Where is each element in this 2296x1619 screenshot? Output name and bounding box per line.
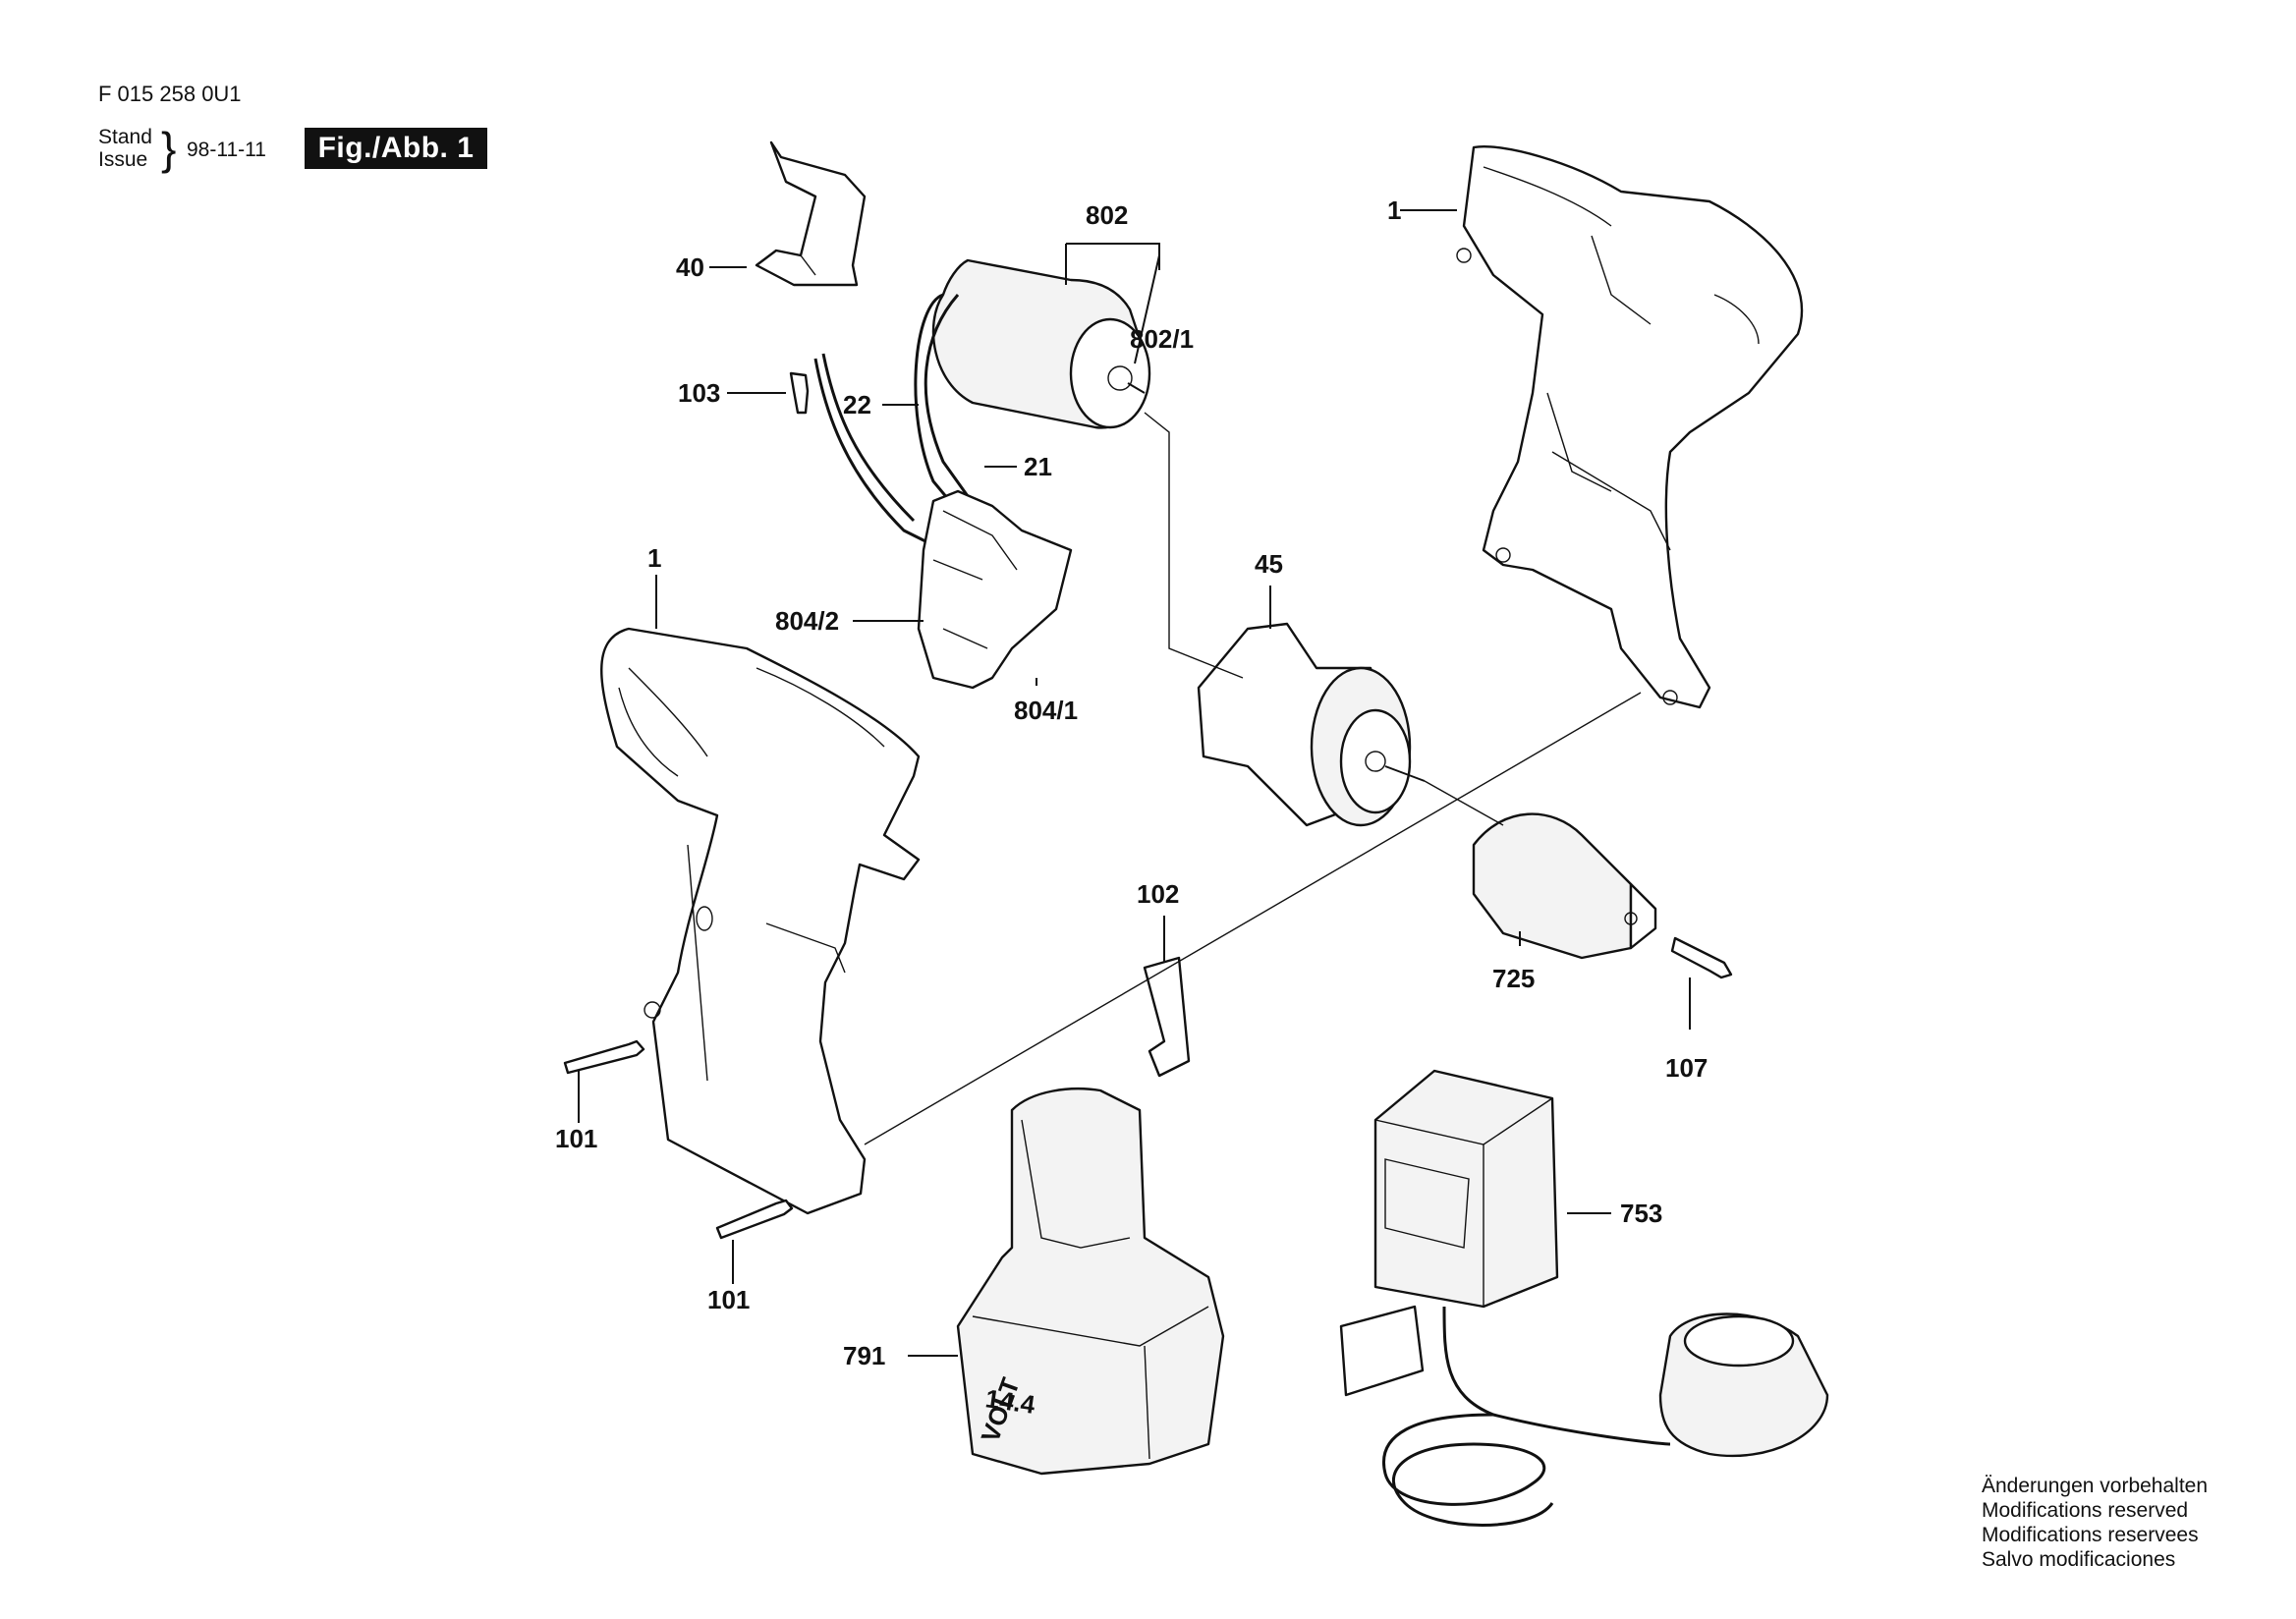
modification-notice: Änderungen vorbehalten Modifications res… xyxy=(1982,1474,2208,1572)
document-number: F 015 258 0U1 xyxy=(98,82,242,106)
battery-pack: 14.4 VOLT xyxy=(956,1088,1225,1476)
issue-label: Issue xyxy=(98,148,148,171)
callout-802-1: 802/1 xyxy=(1130,324,1194,354)
issue-date: 98-11-11 xyxy=(187,139,266,161)
callout-1-top: 1 xyxy=(1387,195,1401,225)
screw-103 xyxy=(789,371,810,415)
charger-cord xyxy=(1382,1306,1671,1527)
callout-791: 791 xyxy=(843,1341,885,1370)
callout-753: 753 xyxy=(1620,1199,1662,1228)
callout-103: 103 xyxy=(678,378,720,408)
leader-lines xyxy=(578,209,1691,1357)
note-line-fr: Modifications reservees xyxy=(1982,1524,2199,1546)
stand-label: Stand xyxy=(98,126,152,148)
note-line-de: Änderungen vorbehalten xyxy=(1982,1475,2209,1497)
callout-labels: 40 103 802 802/1 22 21 804/2 804/1 1 1 4… xyxy=(555,195,1708,1370)
gearbox xyxy=(1197,622,1426,827)
figure-badge: Fig./Abb. 1 xyxy=(305,128,487,169)
callout-1-left: 1 xyxy=(647,543,661,573)
callout-804-2: 804/2 xyxy=(775,606,839,636)
callout-21: 21 xyxy=(1024,452,1052,481)
screw-107 xyxy=(1670,936,1733,979)
axis-line-chuck xyxy=(1424,780,1504,826)
callout-804-1: 804/1 xyxy=(1014,696,1078,725)
note-line-es: Salvo modificaciones xyxy=(1982,1548,2176,1571)
battery-voltage-text: 14.4 xyxy=(983,1383,1037,1420)
note-line-en: Modifications reserved xyxy=(1982,1499,2189,1522)
screw-101-lower xyxy=(715,1199,794,1240)
brace-symbol: } xyxy=(161,123,177,174)
axis-line-motor xyxy=(1144,412,1244,679)
motor xyxy=(931,258,1151,429)
housing-right-half xyxy=(1456,145,1804,709)
belt-strap xyxy=(1143,956,1191,1078)
callout-101-lower: 101 xyxy=(707,1285,750,1314)
axis-line-main xyxy=(864,692,1642,1145)
drill-chuck xyxy=(1472,812,1657,960)
callout-802: 802 xyxy=(1086,200,1128,230)
charging-base xyxy=(1658,1312,1829,1458)
clip-bracket xyxy=(755,140,867,287)
screw-101-upper xyxy=(563,1039,645,1075)
callout-22: 22 xyxy=(843,390,871,419)
housing-left-half xyxy=(600,627,921,1215)
callout-45: 45 xyxy=(1255,549,1283,579)
motor-wires xyxy=(813,293,970,552)
callout-101-upper: 101 xyxy=(555,1124,597,1153)
callout-40: 40 xyxy=(676,252,704,282)
callout-107: 107 xyxy=(1665,1053,1708,1083)
charger-transformer xyxy=(1339,1069,1559,1397)
switch-unit xyxy=(917,489,1073,690)
callout-102: 102 xyxy=(1137,879,1179,909)
callout-725: 725 xyxy=(1492,964,1535,993)
